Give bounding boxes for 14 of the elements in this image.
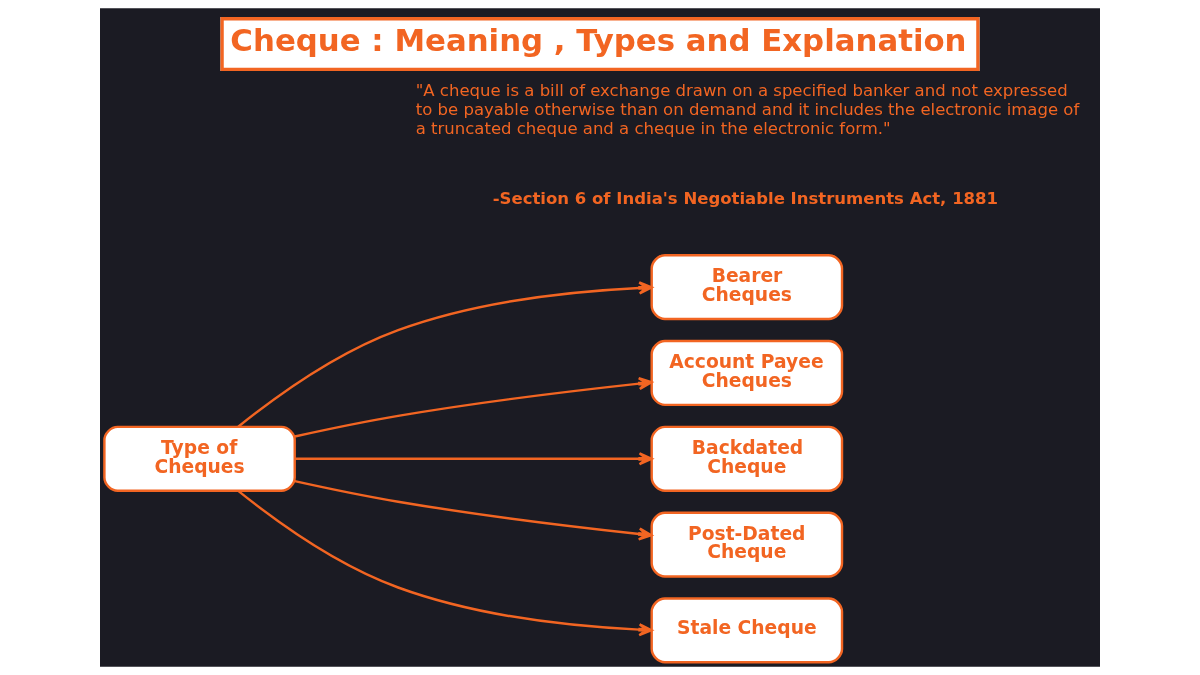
node-box: Stale Cheque xyxy=(650,597,844,664)
diagram-title: Cheque : Meaning , Types and Explanation xyxy=(230,22,967,59)
arrow xyxy=(294,479,653,541)
arrow xyxy=(294,376,653,438)
node-box: Backdated Cheque xyxy=(650,425,844,492)
arrow xyxy=(237,489,653,637)
label: -Section 6 of India's Negotiable Instruments Act, 1881 xyxy=(492,189,999,209)
arrow xyxy=(237,281,653,428)
node-box: Post-Dated Cheque xyxy=(650,511,844,578)
label: "A cheque is a bill of exchange drawn on a specified banker and not expressed to be payable otherwise than on demand and it includes the electronic image of a truncated cheque and a cheque in the electronic form." xyxy=(415,81,1080,138)
arrow xyxy=(295,452,653,466)
node-box: Type of Cheques xyxy=(103,425,296,492)
node-box: Bearer Cheques xyxy=(650,254,844,321)
node-box: Account Payee Cheques xyxy=(650,339,844,407)
